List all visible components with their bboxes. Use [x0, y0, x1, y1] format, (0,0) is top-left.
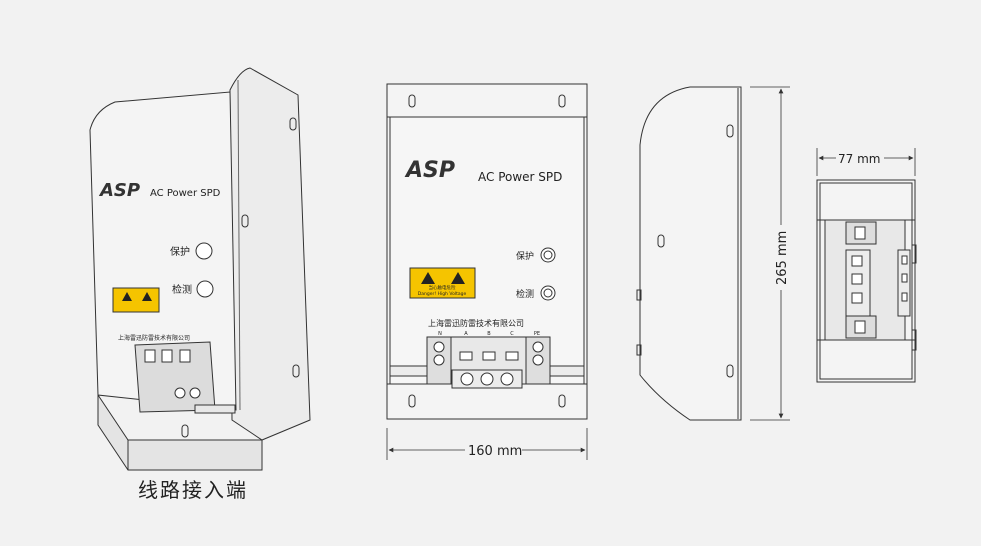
side-view [636, 86, 790, 421]
terminal-label-n: N [438, 331, 442, 337]
front-warning-zh: 当心触电危险 [429, 284, 456, 291]
front-product-name: AC Power SPD [478, 170, 562, 184]
iso-side-bracket [229, 67, 311, 441]
iso-product-name: AC Power SPD [150, 188, 221, 199]
terminal-label-c: C [510, 331, 514, 337]
front-warning-en: Danger! High Voltage [418, 291, 467, 297]
iso-protect-label: 保护 [170, 245, 190, 258]
top-view [816, 148, 917, 383]
iso-detect-label: 检测 [172, 283, 192, 296]
iso-protect-led [195, 242, 213, 260]
front-company-name: 上海雷迅防雷技术有限公司 [428, 318, 524, 328]
front-protect-label: 保护 [516, 250, 534, 262]
view-caption: 线路接入端 [138, 478, 248, 502]
terminal-label-a: A [464, 331, 468, 337]
front-view [386, 83, 588, 460]
front-logo: ASP [404, 158, 455, 183]
iso-detect-led [196, 280, 214, 298]
iso-warning-label [112, 287, 160, 313]
front-terminal-labels: N A B C PE [438, 331, 540, 337]
iso-company-name: 上海雷迅防雷技术有限公司 [118, 334, 190, 342]
terminal-label-pe: PE [534, 331, 540, 337]
depth-dimension-label: 77 mm [838, 152, 880, 166]
terminal-label-b: B [487, 331, 491, 337]
iso-front-panel [89, 91, 237, 411]
front-protect-led [540, 247, 556, 263]
isometric-view [89, 67, 311, 471]
side-profile [639, 86, 742, 421]
iso-logo: ASP [98, 180, 140, 201]
height-dimension-label: 265 mm [775, 231, 790, 285]
width-dimension-label: 160 mm [468, 444, 522, 459]
front-detect-led [540, 285, 556, 301]
front-detect-label: 检测 [516, 288, 534, 300]
